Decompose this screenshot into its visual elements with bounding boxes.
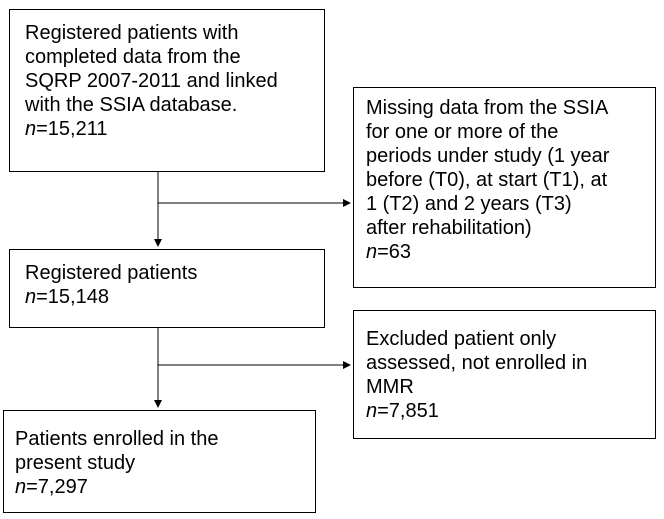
box-registered: Registered patients n=15,148	[9, 249, 325, 328]
box-text-line: MMR	[366, 376, 414, 398]
n-label: n	[25, 118, 37, 140]
box-text-line: periods under study (1 year	[366, 145, 610, 167]
box-text-line: before (T0), at start (T1), at	[366, 169, 608, 191]
n-value: =7,297	[26, 476, 88, 498]
n-value: =63	[377, 241, 412, 263]
box-text-line: for one or more of the	[366, 121, 559, 143]
box-text-line: after rehabilitation)	[366, 217, 532, 239]
box-text-line: completed data from the	[25, 46, 241, 68]
n-value: =7,851	[377, 400, 439, 422]
box-count: n=63	[366, 240, 655, 264]
box-text-line: with the SSIA database.	[25, 94, 238, 116]
box-text-line: 1 (T2) and 2 years (T3)	[366, 193, 572, 215]
box-count: n=15,148	[25, 285, 324, 309]
box-excluded: Excluded patient only assessed, not enro…	[353, 310, 656, 439]
box-count: n=7,851	[366, 399, 655, 423]
n-label: n	[25, 286, 37, 308]
box-enrolled: Patients enrolled in the present study n…	[3, 410, 316, 513]
box-count: n=15,211	[25, 117, 324, 141]
box-registered-linked: Registered patients with completed data …	[9, 9, 325, 172]
n-label: n	[15, 476, 27, 498]
box-count: n=7,297	[15, 475, 315, 499]
n-label: n	[366, 241, 378, 263]
box-text-line: Registered patients with	[25, 22, 239, 44]
n-value: =15,211	[36, 118, 108, 140]
n-label: n	[366, 400, 378, 422]
box-text-line: Excluded patient only	[366, 328, 557, 350]
box-text-line: present study	[15, 452, 136, 474]
box-missing-data: Missing data from the SSIA for one or mo…	[353, 87, 656, 288]
box-text-line: Registered patients	[25, 262, 198, 284]
box-text-line: Patients enrolled in the	[15, 428, 219, 450]
box-text-line: assessed, not enrolled in	[366, 352, 588, 374]
n-value: =15,148	[36, 286, 109, 308]
box-text-line: SQRP 2007-2011 and linked	[25, 70, 278, 92]
box-text-line: Missing data from the SSIA	[366, 97, 609, 119]
